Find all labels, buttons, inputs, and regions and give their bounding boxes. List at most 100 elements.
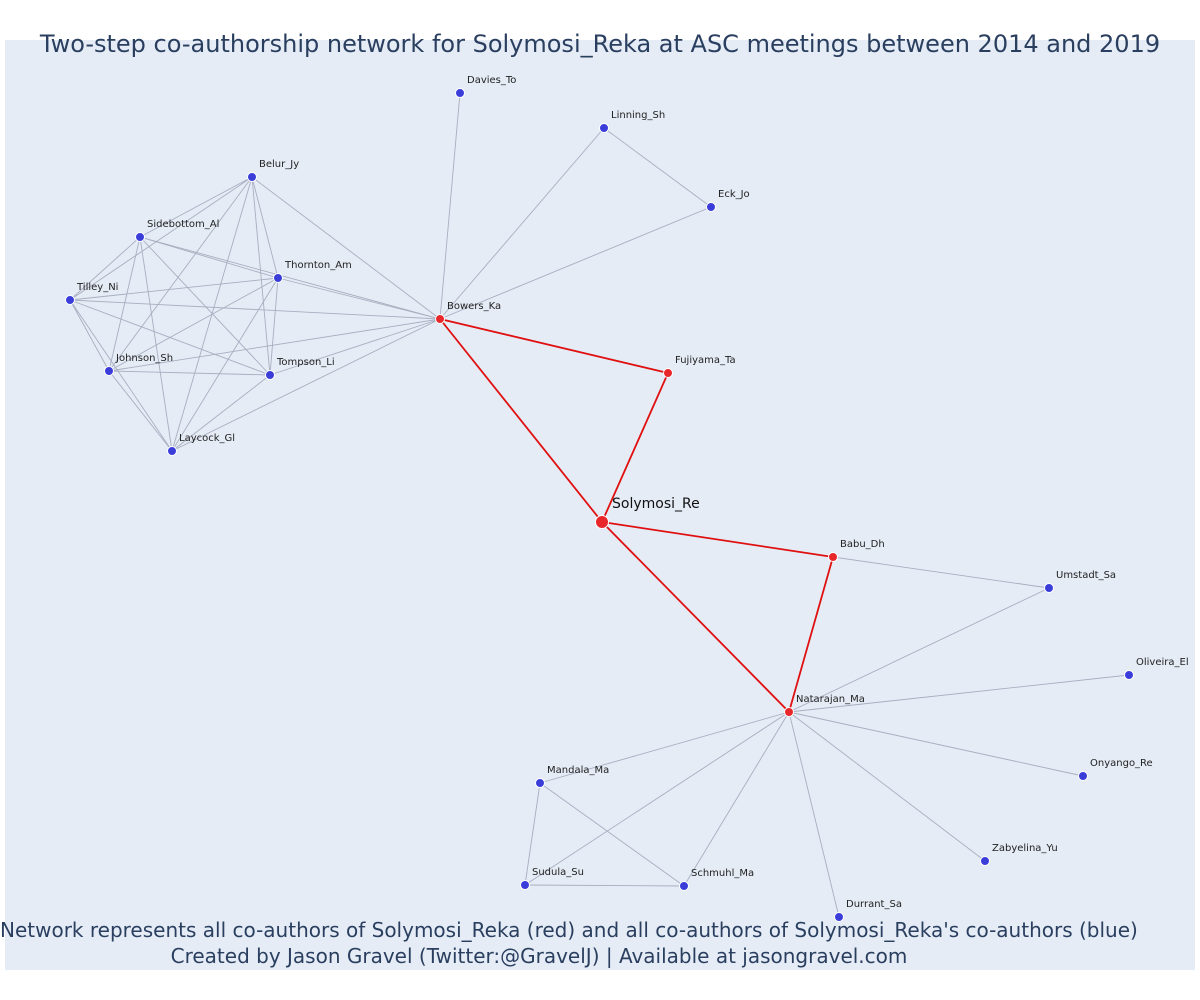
node-eck-jo[interactable]	[706, 202, 716, 212]
node-natarajan-ma[interactable]	[784, 707, 794, 717]
node-label-thornton-am: Thornton_Am	[284, 260, 352, 271]
edge-sidebottom-al-tompson-li	[139, 236, 271, 376]
edge-bowers-ka-davies-to	[439, 92, 461, 320]
edge-solymosi-re-natarajan-ma	[601, 521, 790, 713]
edge-thornton-am-tilley-ni	[69, 277, 279, 301]
chart-title: Two-step co-authorship network for Solym…	[39, 30, 1161, 58]
edge-sidebottom-al-thornton-am	[139, 236, 279, 279]
edge-tilley-ni-laycock-gl	[69, 299, 173, 452]
node-label-babu-dh: Babu_Dh	[840, 539, 885, 550]
node-sudula-su[interactable]	[520, 880, 530, 890]
node-zabyelina-yu[interactable]	[980, 856, 990, 866]
node-belur-jy[interactable]	[247, 172, 257, 182]
edge-bowers-ka-linning-sh	[439, 127, 605, 320]
edge-solymosi-re-bowers-ka	[439, 318, 603, 523]
node-umstadt-sa[interactable]	[1044, 583, 1054, 593]
node-label-laycock-gl: Laycock_Gl	[179, 433, 235, 444]
edge-thornton-am-tompson-li	[269, 277, 279, 376]
node-label-johnson-sh: Johnson_Sh	[115, 353, 173, 364]
node-babu-dh[interactable]	[828, 552, 838, 562]
edge-bowers-ka-fujiyama-ta	[439, 318, 669, 374]
node-solymosi-re[interactable]	[595, 515, 609, 529]
edge-belur-jy-tompson-li	[251, 176, 271, 376]
node-sidebottom-al[interactable]	[135, 232, 145, 242]
edge-thornton-am-johnson-sh	[108, 277, 279, 372]
edge-natarajan-ma-umstadt-sa	[788, 587, 1050, 713]
node-label-umstadt-sa: Umstadt_Sa	[1056, 570, 1116, 581]
edge-natarajan-ma-sudula-su	[524, 711, 790, 886]
footer-credit: Created by Jason Gravel (Twitter:@Gravel…	[170, 944, 908, 968]
footer-description: Network represents all co-authors of Sol…	[0, 918, 1138, 942]
edge-solymosi-re-babu-dh	[601, 521, 834, 558]
edge-sidebottom-al-laycock-gl	[139, 236, 173, 452]
node-label-sidebottom-al: Sidebottom_Al	[147, 219, 219, 230]
node-label-oliveira-el: Oliveira_El	[1136, 657, 1189, 668]
edge-bowers-ka-belur-jy	[251, 176, 441, 320]
edge-sidebottom-al-tilley-ni	[69, 236, 141, 301]
node-thornton-am[interactable]	[273, 273, 283, 283]
node-label-linning-sh: Linning_Sh	[611, 110, 665, 121]
edge-mandala-ma-sudula-su	[524, 782, 541, 886]
node-label-natarajan-ma: Natarajan_Ma	[796, 694, 865, 705]
node-label-zabyelina-yu: Zabyelina_Yu	[992, 843, 1058, 854]
node-label-tompson-li: Tompson_Li	[276, 357, 335, 368]
edge-babu-dh-natarajan-ma	[788, 556, 834, 713]
edge-tilley-ni-johnson-sh	[69, 299, 110, 372]
edge-bowers-ka-thornton-am	[277, 277, 441, 320]
edge-bowers-ka-laycock-gl	[171, 318, 441, 452]
node-fujiyama-ta[interactable]	[663, 368, 673, 378]
edge-belur-jy-tilley-ni	[69, 176, 253, 301]
node-label-solymosi-re: Solymosi_Re	[612, 496, 700, 512]
nodes-layer	[65, 88, 1134, 922]
edge-tilley-ni-tompson-li	[69, 299, 271, 376]
edge-natarajan-ma-oliveira-el	[788, 674, 1130, 713]
edge-bowers-ka-tompson-li	[269, 318, 441, 376]
edge-natarajan-ma-onyango-re	[788, 711, 1084, 777]
node-laycock-gl[interactable]	[167, 446, 177, 456]
labels-layer: Solymosi_Re Bowers_KaFujiyama_TaBabu_DhNa…	[76, 75, 1189, 910]
edge-bowers-ka-tilley-ni	[69, 299, 441, 320]
node-tilley-ni[interactable]	[65, 295, 75, 305]
edge-natarajan-ma-schmuhl-ma	[683, 711, 790, 887]
node-durrant-sa[interactable]	[834, 912, 844, 922]
edge-sidebottom-al-johnson-sh	[108, 236, 141, 372]
node-label-durrant-sa: Durrant_Sa	[846, 899, 902, 910]
node-label-sudula-su: Sudula_Su	[532, 867, 584, 878]
node-linning-sh[interactable]	[599, 123, 609, 133]
edge-belur-jy-johnson-sh	[108, 176, 253, 372]
node-label-mandala-ma: Mandala_Ma	[547, 765, 609, 776]
node-onyango-re[interactable]	[1078, 771, 1088, 781]
node-mandala-ma[interactable]	[535, 778, 545, 788]
edge-thornton-am-laycock-gl	[171, 277, 279, 452]
edge-tompson-li-laycock-gl	[171, 374, 271, 452]
edge-belur-jy-thornton-am	[251, 176, 279, 279]
edge-bowers-ka-sidebottom-al	[139, 236, 441, 320]
edge-belur-jy-sidebottom-al	[139, 176, 253, 238]
node-label-belur-jy: Belur_Jy	[259, 159, 299, 170]
node-schmuhl-ma[interactable]	[679, 881, 689, 891]
plot-area	[5, 40, 1195, 970]
node-label-davies-to: Davies_To	[467, 75, 516, 86]
node-label-bowers-ka: Bowers_Ka	[447, 301, 501, 312]
edge-sudula-su-schmuhl-ma	[524, 884, 685, 887]
node-bowers-ka[interactable]	[435, 314, 445, 324]
node-oliveira-el[interactable]	[1124, 670, 1134, 680]
node-johnson-sh[interactable]	[104, 366, 114, 376]
edge-solymosi-re-fujiyama-ta	[601, 372, 669, 523]
edge-natarajan-ma-zabyelina-yu	[788, 711, 986, 862]
edge-babu-dh-umstadt-sa	[832, 556, 1050, 589]
node-label-tilley-ni: Tilley_Ni	[76, 282, 118, 293]
edge-mandala-ma-schmuhl-ma	[539, 782, 685, 887]
edges-layer	[69, 92, 1130, 918]
edge-johnson-sh-tompson-li	[108, 370, 271, 376]
node-davies-to[interactable]	[455, 88, 465, 98]
edge-natarajan-ma-mandala-ma	[539, 711, 790, 784]
edge-johnson-sh-laycock-gl	[108, 370, 173, 452]
edge-natarajan-ma-durrant-sa	[788, 711, 840, 918]
edge-bowers-ka-johnson-sh	[108, 318, 441, 372]
edge-bowers-ka-eck-jo	[439, 206, 712, 320]
node-tompson-li[interactable]	[265, 370, 275, 380]
node-label-fujiyama-ta: Fujiyama_Ta	[675, 355, 736, 366]
node-label-schmuhl-ma: Schmuhl_Ma	[691, 868, 754, 879]
